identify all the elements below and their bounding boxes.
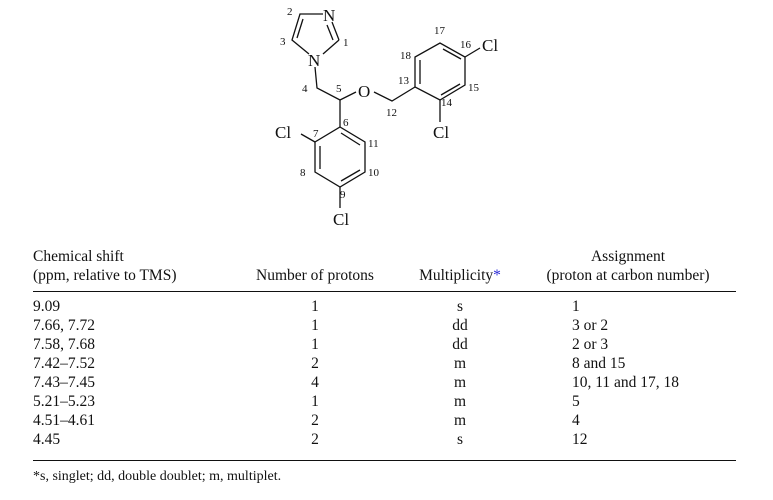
cell-shift: 9.09 — [33, 298, 61, 315]
header-shift-line2: (ppm, relative to TMS) — [33, 267, 177, 284]
cell-protons: 1 — [311, 317, 319, 334]
atom-cl: Cl — [333, 210, 349, 229]
carbon-number: 12 — [386, 107, 397, 119]
cell-shift: 7.42–7.52 — [33, 355, 95, 372]
carbon-number: 1 — [343, 37, 349, 49]
cell-multiplicity: dd — [452, 317, 468, 334]
header-protons: Number of protons — [256, 267, 374, 284]
carbon-number: 9 — [340, 189, 346, 201]
cell-assignment: 4 — [572, 412, 580, 429]
footnote-marker: * — [493, 267, 501, 284]
cell-shift: 7.43–7.45 — [33, 374, 95, 391]
header-multiplicity-label: Multiplicity — [419, 267, 494, 284]
chemical-structure: N N O Cl Cl Cl Cl 1 2 3 4 5 6 7 8 9 10 1… — [275, 6, 498, 229]
cell-protons: 1 — [311, 336, 319, 353]
cell-assignment: 10, 11 and 17, 18 — [572, 374, 680, 391]
carbon-number: 5 — [336, 83, 342, 95]
atom-n: N — [308, 51, 320, 70]
cell-shift: 5.21–5.23 — [33, 393, 95, 410]
header-assignment-line2: (proton at carbon number) — [546, 267, 710, 284]
cell-shift: 4.51–4.61 — [33, 412, 95, 429]
carbon-numbers: 1 2 3 4 5 6 7 8 9 10 11 12 13 14 15 16 1… — [280, 6, 480, 201]
header-rule — [33, 291, 736, 292]
cell-shift: 4.45 — [33, 431, 61, 448]
cell-protons: 2 — [311, 355, 319, 372]
cell-shift: 7.66, 7.72 — [33, 317, 95, 334]
cell-multiplicity: dd — [452, 336, 468, 353]
carbon-number: 3 — [280, 36, 286, 48]
cell-multiplicity: s — [456, 431, 464, 448]
cell-protons: 1 — [311, 393, 319, 410]
atom-n: N — [323, 6, 335, 25]
carbon-number: 14 — [441, 97, 453, 109]
header-shift-line1: Chemical shift — [33, 248, 124, 265]
cell-assignment: 1 — [572, 298, 580, 315]
cell-multiplicity: m — [453, 412, 467, 429]
carbon-number: 4 — [302, 83, 308, 95]
cell-protons: 2 — [311, 412, 319, 429]
carbon-number: 8 — [300, 167, 306, 179]
carbon-number: 11 — [368, 138, 379, 150]
cell-shift: 7.58, 7.68 — [33, 336, 95, 353]
cell-multiplicity: m — [453, 355, 467, 372]
bottom-rule — [33, 460, 736, 461]
carbon-number: 16 — [460, 39, 472, 51]
carbon-number: 13 — [398, 75, 410, 87]
carbon-number: 6 — [343, 117, 349, 129]
cell-assignment: 2 or 3 — [572, 336, 609, 353]
cell-protons: 4 — [311, 374, 319, 391]
footnote: *s, singlet; dd, double doublet; m, mult… — [33, 469, 282, 484]
carbon-number: 7 — [313, 128, 319, 140]
header-multiplicity: Multiplicity* — [405, 266, 515, 285]
atom-labels: N N O Cl Cl Cl Cl — [275, 6, 498, 229]
atom-cl: Cl — [433, 123, 449, 142]
cell-assignment: 8 and 15 — [572, 355, 626, 372]
carbon-number: 15 — [468, 82, 480, 94]
cell-multiplicity: m — [453, 374, 467, 391]
carbon-number: 18 — [400, 50, 412, 62]
header-assignment-line1: Assignment — [590, 248, 666, 265]
atom-o: O — [358, 82, 370, 101]
cell-assignment: 5 — [572, 393, 580, 410]
bonds — [291, 13, 481, 208]
cell-multiplicity: s — [456, 298, 464, 315]
cell-protons: 2 — [311, 431, 319, 448]
atom-cl: Cl — [482, 36, 498, 55]
carbon-number: 10 — [368, 167, 380, 179]
cell-multiplicity: m — [453, 393, 467, 410]
carbon-number: 17 — [434, 25, 446, 37]
cell-assignment: 12 — [572, 431, 588, 448]
cell-assignment: 3 or 2 — [572, 317, 609, 334]
atom-cl: Cl — [275, 123, 291, 142]
carbon-number: 2 — [287, 6, 293, 18]
cell-protons: 1 — [311, 298, 319, 315]
